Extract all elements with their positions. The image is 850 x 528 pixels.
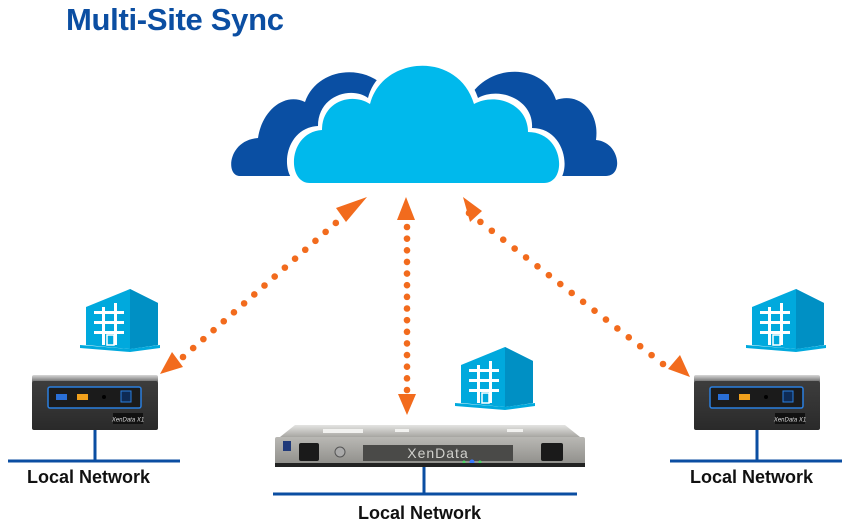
device-badge-left: XenData X1	[111, 418, 144, 424]
sync-dot-right	[648, 351, 655, 359]
sync-dot-center	[403, 328, 411, 336]
sync-dot-left	[261, 282, 268, 289]
sync-dot-center	[403, 270, 411, 277]
sync-dot-left	[210, 326, 217, 334]
network-label-center: Local Network	[358, 503, 482, 523]
sync-dot-right	[568, 289, 576, 297]
diagram-title: Multi-Site Sync	[66, 2, 284, 37]
sync-dot-left	[342, 210, 350, 218]
sync-dot-right	[636, 342, 644, 350]
sync-dot-center	[403, 351, 411, 359]
sync-dot-right	[488, 227, 496, 235]
sync-dot-left	[189, 344, 197, 352]
sync-dot-left	[332, 219, 340, 227]
sync-dot-right	[477, 218, 484, 226]
sync-dot-center	[403, 386, 411, 394]
sync-dot-center	[403, 293, 411, 301]
mini-pc-right: XenData X1	[694, 375, 820, 430]
mini-pc-left: XenData X1	[32, 375, 158, 430]
sync-dot-left	[230, 309, 238, 316]
sync-dot-center	[403, 375, 411, 382]
sync-dot-right	[545, 271, 553, 279]
sync-link-center	[397, 197, 416, 415]
sync-dot-left	[179, 353, 187, 361]
sync-dot-right	[579, 298, 587, 306]
sync-dot-left	[220, 317, 228, 325]
sync-dot-right	[465, 209, 473, 217]
sync-dot-center	[403, 223, 411, 231]
sync-dot-center	[403, 258, 411, 266]
sync-dot-left	[251, 291, 258, 298]
sync-dot-center	[403, 235, 411, 242]
sync-dot-left	[291, 255, 299, 262]
network-label-right: Local Network	[690, 467, 814, 487]
sync-dot-right	[522, 254, 530, 261]
sync-dot-left	[271, 273, 278, 280]
sync-dot-right	[659, 360, 667, 368]
device-badge-right: XenData X1	[773, 418, 806, 424]
sync-dot-right	[511, 245, 518, 252]
arrowhead-down-left	[160, 352, 183, 374]
sync-dot-right	[602, 316, 610, 323]
sync-link-right	[463, 197, 690, 377]
sync-dot-right	[534, 262, 541, 270]
cloud-front	[293, 65, 560, 183]
sync-dot-right	[625, 334, 633, 341]
arrowhead-up-center	[397, 197, 415, 220]
sync-dot-left	[301, 246, 309, 254]
sync-dot-center	[403, 281, 411, 289]
sync-dot-left	[281, 264, 289, 271]
sync-dot-center	[403, 363, 411, 371]
arrowhead-up-left	[336, 197, 367, 222]
sync-dot-left	[322, 228, 329, 236]
sync-dot-left	[312, 237, 319, 245]
network-lines	[8, 430, 842, 496]
sync-dot-right	[614, 325, 621, 332]
arrowhead-up-right	[463, 197, 482, 222]
arrowhead-down-right	[668, 355, 690, 377]
sync-dot-right	[591, 307, 598, 315]
sync-dot-right	[556, 280, 564, 288]
sync-dot-center	[403, 340, 411, 347]
building-icon-center	[454, 346, 536, 411]
cloud-icon	[231, 58, 618, 186]
sync-dot-center	[403, 246, 411, 254]
arrowhead-down-center	[398, 394, 416, 415]
building-icon-right	[745, 288, 827, 353]
sync-dot-center	[403, 316, 411, 324]
rack-server-center: XenData	[275, 425, 585, 467]
sync-dot-right	[499, 236, 507, 243]
sync-dot-center	[403, 305, 411, 312]
network-label-left: Local Network	[27, 467, 151, 487]
sync-link-left	[160, 197, 367, 374]
building-icon-left	[79, 288, 161, 353]
device-badge-center: XenData	[407, 445, 468, 461]
sync-dot-left	[200, 335, 207, 343]
sync-dot-left	[240, 300, 248, 307]
